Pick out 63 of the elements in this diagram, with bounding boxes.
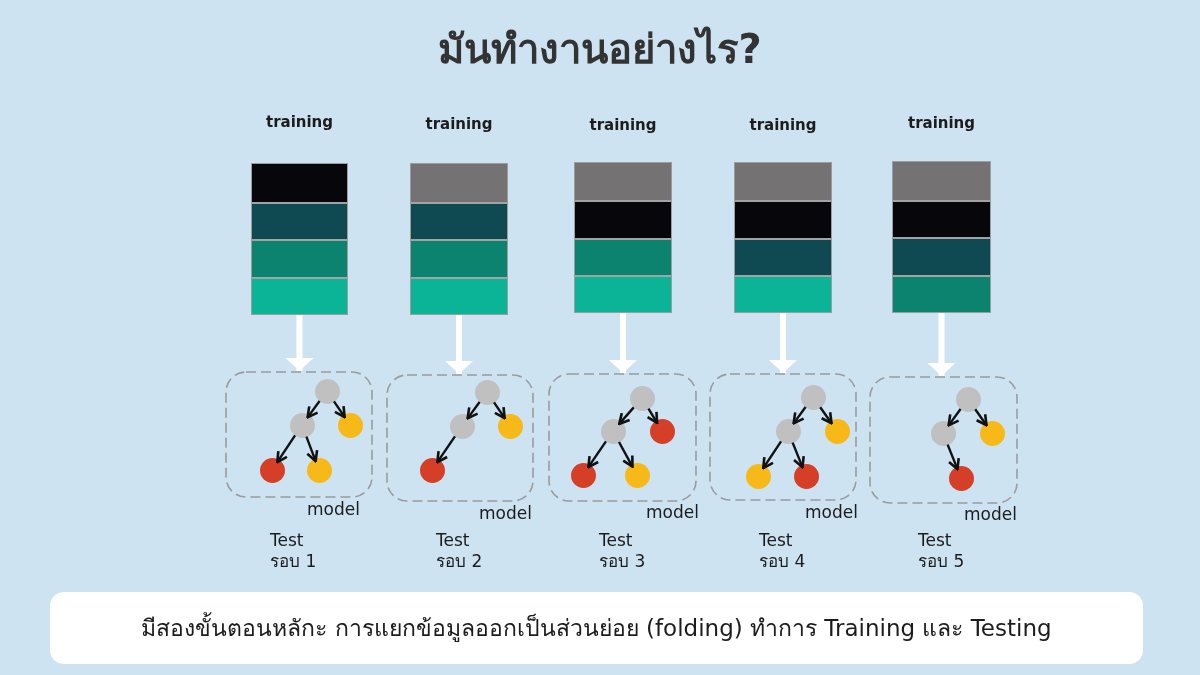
model-label: model xyxy=(805,503,858,521)
flow-arrow xyxy=(285,315,314,371)
tree-node xyxy=(600,418,626,444)
branch-arrow xyxy=(466,401,481,420)
tree-node xyxy=(775,418,801,444)
flow-arrow xyxy=(609,313,637,373)
round-label: Test รอบ 4 xyxy=(759,530,807,572)
tree-node xyxy=(979,420,1005,446)
tree-node xyxy=(570,462,596,488)
round-label: Test รอบ 3 xyxy=(599,530,647,572)
summary-banner: มีสองขั้นตอนหลักะ การแยกข้อมูลออกเป็นส่วนย่อย (folding) ทำการ Training และ Testing xyxy=(50,592,1143,664)
tree-node xyxy=(824,418,850,444)
tree-node xyxy=(337,412,363,438)
tree-node xyxy=(497,413,523,439)
flow-arrow xyxy=(769,313,797,373)
tree-node xyxy=(930,420,956,446)
branch-arrow xyxy=(792,406,807,425)
round-label: Test รอบ 2 xyxy=(436,530,484,572)
branch-arrow xyxy=(646,408,659,425)
branch-arrow xyxy=(819,406,833,425)
tree-node xyxy=(624,462,650,488)
stack-label: training xyxy=(265,113,334,131)
model-label: model xyxy=(307,500,360,518)
stack-label: training xyxy=(589,116,657,134)
tree-node xyxy=(259,457,285,483)
branch-arrow xyxy=(275,434,297,464)
tree-node xyxy=(289,412,315,438)
branch-arrow xyxy=(974,408,988,427)
tree-node xyxy=(306,457,332,483)
tree-node xyxy=(419,457,445,483)
model-label: model xyxy=(964,505,1017,523)
tree-node xyxy=(800,384,826,410)
tree-node xyxy=(314,378,340,404)
branch-arrow xyxy=(493,401,506,420)
slide-title: มันทำงานอย่างไร? xyxy=(438,25,762,74)
stack-label: training xyxy=(749,116,817,134)
branch-arrow xyxy=(761,440,783,470)
tree-node xyxy=(948,465,974,491)
branch-arrow xyxy=(617,441,634,468)
tree-node xyxy=(629,385,655,411)
tree-node xyxy=(474,379,500,405)
tree-node xyxy=(649,418,675,444)
branch-arrow xyxy=(946,444,960,471)
flow-arrow xyxy=(927,313,956,376)
branch-arrow xyxy=(947,408,962,427)
branch-arrow xyxy=(791,442,805,469)
tree-node xyxy=(449,413,475,439)
branch-arrow xyxy=(617,406,635,426)
stack-label: training xyxy=(425,115,493,133)
branch-arrow xyxy=(333,400,346,419)
round-label: Test รอบ 5 xyxy=(918,530,966,572)
branch-arrow xyxy=(587,440,607,469)
branch-arrow xyxy=(436,435,456,464)
model-label: model xyxy=(646,503,699,521)
tree-node xyxy=(745,463,771,489)
tree-node xyxy=(793,463,819,489)
stack-label: training xyxy=(907,114,976,132)
round-label: Test รอบ 1 xyxy=(270,530,318,572)
branch-arrow xyxy=(305,436,319,463)
branch-arrow xyxy=(306,400,321,419)
model-label: model xyxy=(479,504,532,522)
flow-arrow xyxy=(445,315,473,374)
tree-node xyxy=(955,386,981,412)
